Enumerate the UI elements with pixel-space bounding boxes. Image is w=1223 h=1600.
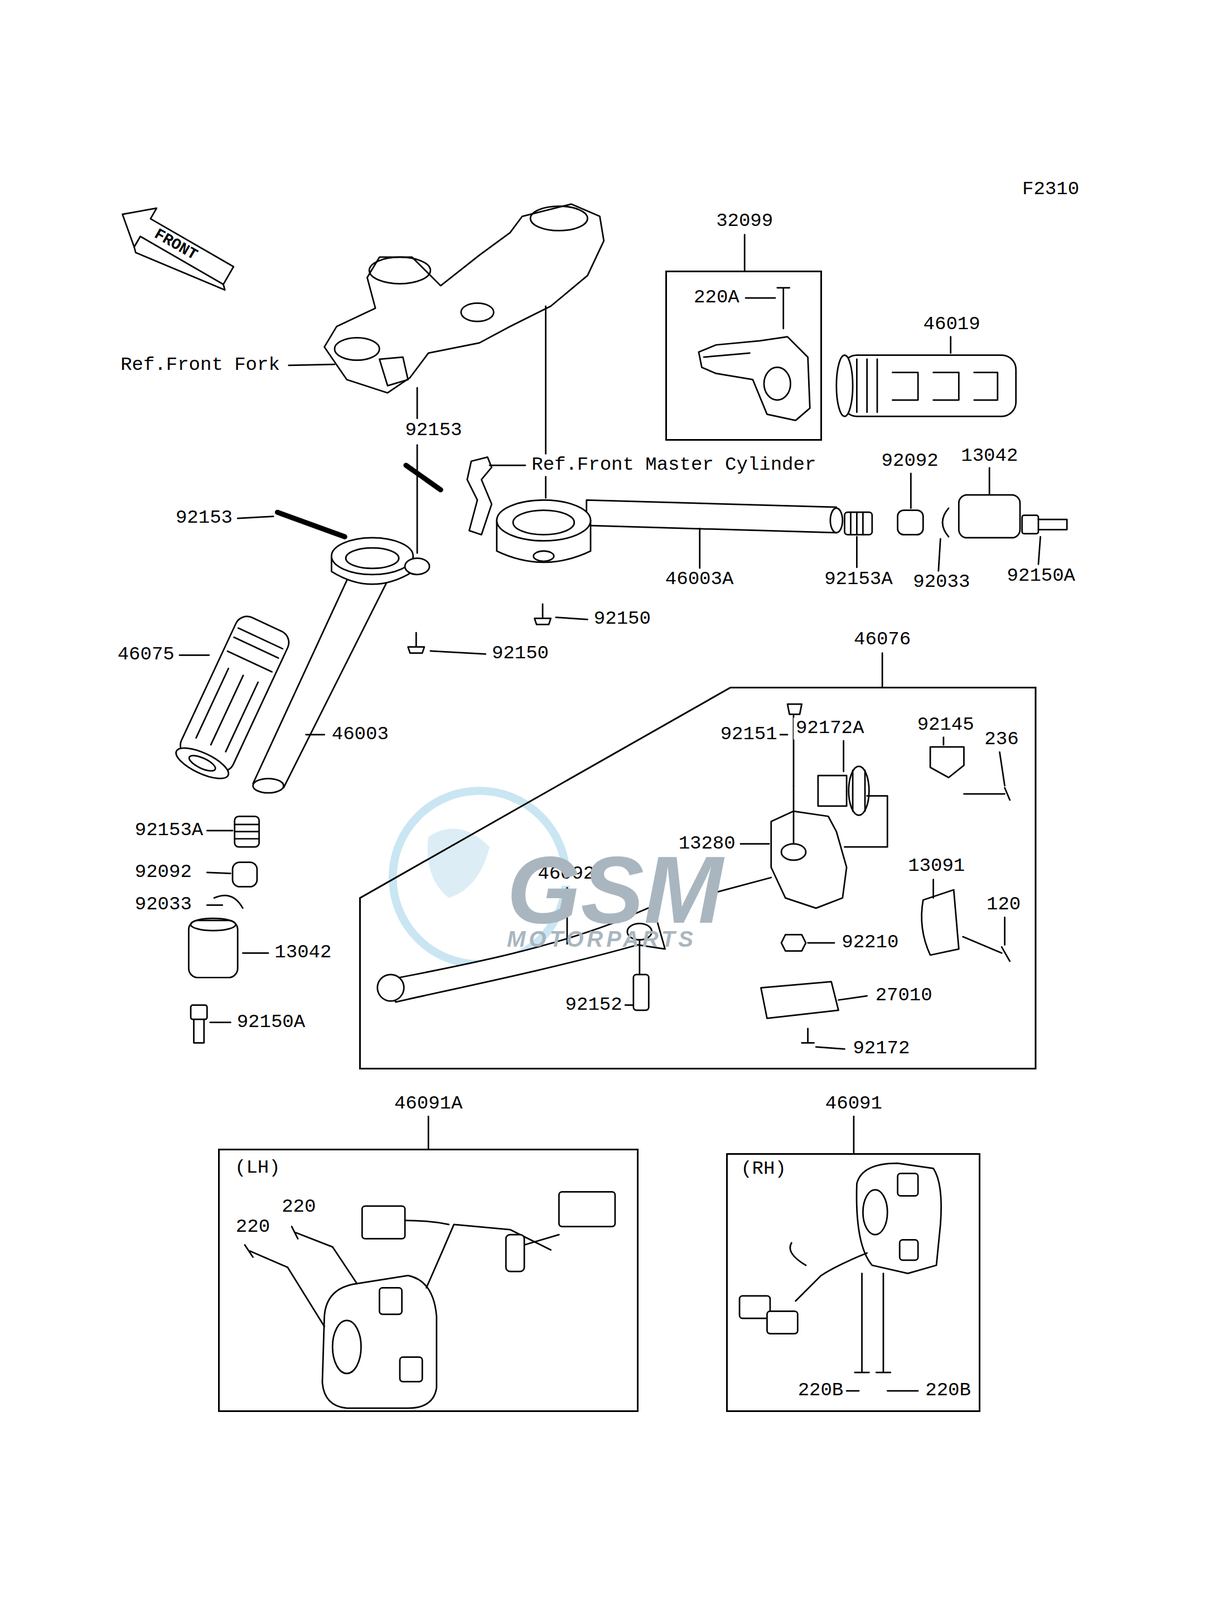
callout-number: 13042 (272, 941, 334, 964)
callout-number: F2310 (1020, 179, 1082, 201)
direction-label: FRONT (148, 224, 203, 266)
callout-number: 92150A (234, 1011, 308, 1033)
callout-number: 46019 (921, 313, 983, 336)
group-box: 32099 (665, 270, 823, 441)
callout-number: 92152 (563, 993, 625, 1016)
callout-number: 92153 (173, 507, 235, 530)
group-box: 46091A(LH) (218, 1148, 639, 1412)
callout-number: 92151 (718, 723, 780, 746)
callout-number: 92033 (132, 893, 195, 916)
callout-number: 13091 (905, 854, 968, 877)
callout-number: 27010 (873, 984, 935, 1007)
watermark: GSM (506, 842, 723, 937)
callout-number: 32099 (713, 210, 776, 232)
callout-number: Ref.Front Master Cylinder (529, 453, 819, 476)
callout-number: 92153A (822, 568, 895, 591)
side-label: (RH) (738, 1158, 789, 1181)
callout-number: 92150A (1004, 565, 1078, 588)
side-label: (LH) (232, 1157, 283, 1179)
callout-number: 236 (982, 728, 1021, 751)
callout-number: 220 (233, 1216, 273, 1239)
callout-number: 120 (984, 893, 1023, 916)
watermark: MOTORPARTS (506, 925, 697, 952)
group-box: 46091(RH) (726, 1152, 980, 1413)
callout-number: 92153 (402, 419, 464, 442)
callout-number: 46091A (392, 1092, 465, 1115)
callout-number: 92150 (591, 608, 654, 631)
callout-number: 46076 (851, 628, 913, 651)
callout-number: 92172A (793, 717, 867, 739)
callout-number: 46075 (115, 644, 177, 666)
group-outline-shape (359, 687, 1036, 1068)
callout-number: 92092 (132, 861, 195, 883)
callout-number: 13042 (958, 445, 1021, 467)
callout-number: 220B (922, 1379, 974, 1401)
callout-number: 92033 (910, 571, 973, 594)
callout-number: 92092 (879, 450, 941, 472)
callout-number: 92150 (489, 643, 551, 665)
callout-number: 220A (691, 287, 742, 309)
callout-number: 46091 (823, 1092, 885, 1115)
callout-number: 92153A (132, 819, 206, 841)
callout-number: 46003A (663, 568, 736, 591)
callout-number: 92172 (850, 1037, 912, 1060)
callout-number: 220B (795, 1379, 847, 1401)
callout-number: 92145 (915, 714, 977, 737)
callout-number: 220 (279, 1195, 318, 1218)
callout-number: 92210 (839, 931, 901, 954)
callout-number: 46003 (329, 723, 391, 746)
callout-number: Ref.Front Fork (118, 354, 283, 376)
